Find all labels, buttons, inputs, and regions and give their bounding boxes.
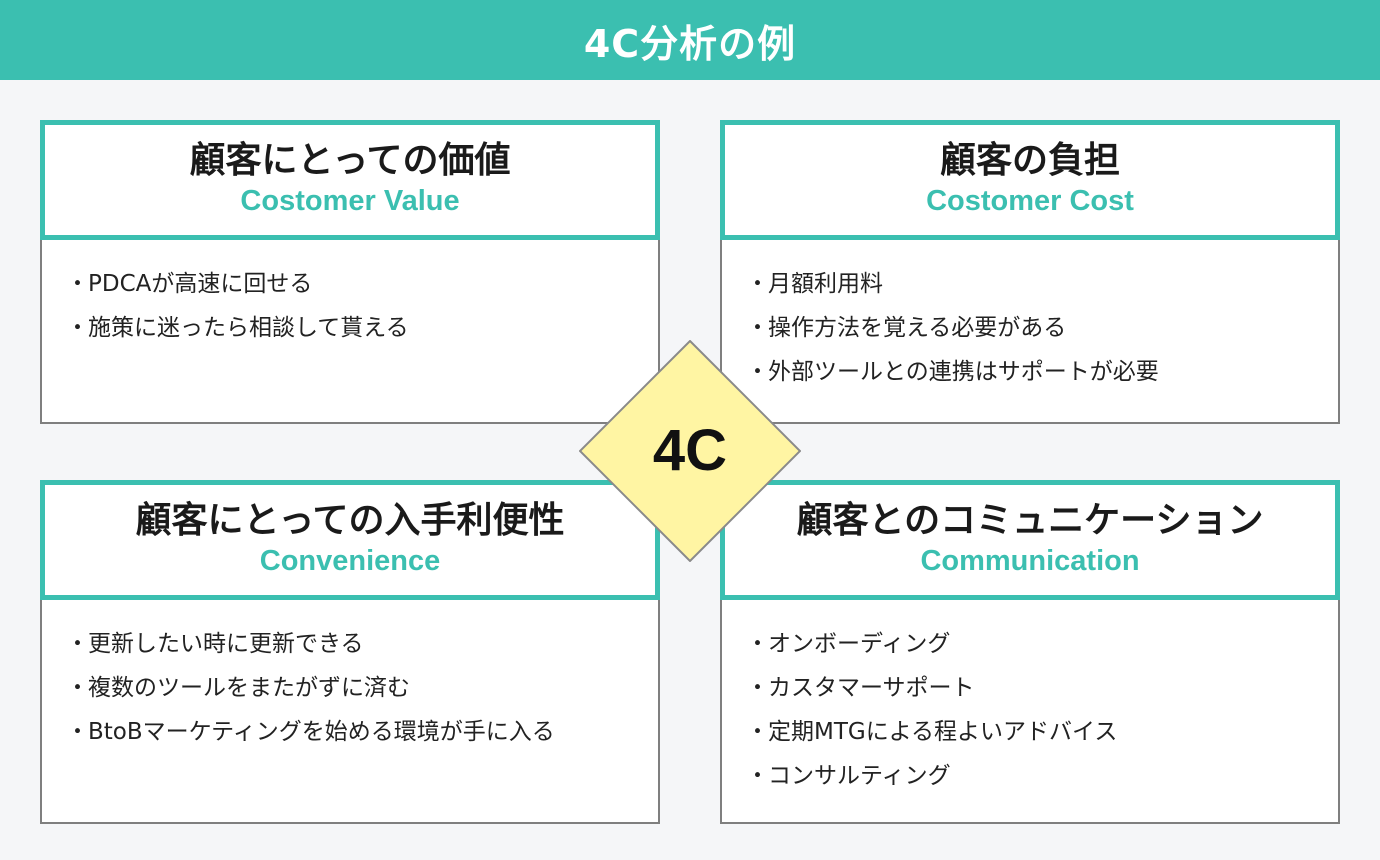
list-item: ・BtoBマーケティングを始める環境が手に入る xyxy=(66,719,555,745)
list-item: ・操作方法を覚える必要がある xyxy=(746,315,1067,341)
item-list: ・オンボーディング ・カスタマーサポート ・定期MTGによる程よいアドバイス ・… xyxy=(746,622,1117,798)
quadrant-header: 顧客とのコミュニケーション Communication xyxy=(720,480,1340,600)
item-list: ・月額利用料 ・操作方法を覚える必要がある ・外部ツールとの連携はサポートが必要 xyxy=(746,262,1159,394)
list-item: ・施策に迷ったら相談して貰える xyxy=(66,315,409,341)
quadrant-title: 顧客にとっての入手利便性 xyxy=(135,500,565,541)
list-item: ・コンサルティング xyxy=(746,763,951,789)
item-list: ・PDCAが高速に回せる ・施策に迷ったら相談して貰える xyxy=(66,262,409,350)
quadrant-title: 顧客とのコミュニケーション xyxy=(796,500,1264,541)
center-label: 4C xyxy=(653,418,727,483)
quadrant-customer-value: 顧客にとっての価値 Costomer Value ・PDCAが高速に回せる ・施… xyxy=(40,120,660,424)
diamond-polygon xyxy=(579,340,801,562)
list-item: ・カスタマーサポート xyxy=(746,675,975,701)
list-item: ・オンボーディング xyxy=(746,631,951,657)
list-item: ・月額利用料 xyxy=(746,271,883,297)
list-item: ・更新したい時に更新できる xyxy=(66,631,364,657)
quadrant-header: 顧客にとっての価値 Costomer Value xyxy=(40,120,660,240)
quadrant-subtitle: Convenience xyxy=(259,545,441,577)
quadrant-convenience: 顧客にとっての入手利便性 Convenience ・更新したい時に更新できる ・… xyxy=(40,480,660,824)
quadrant-title: 顧客の負担 xyxy=(939,140,1120,181)
quadrant-title: 顧客にとっての価値 xyxy=(189,140,511,181)
quadrant-subtitle: Costomer Cost xyxy=(926,185,1134,217)
list-item: ・定期MTGによる程よいアドバイス xyxy=(746,719,1118,745)
title-bar: 4C分析の例 xyxy=(0,0,1380,80)
diamond-shape: 4C xyxy=(579,340,801,562)
quadrant-subtitle: Costomer Value xyxy=(240,185,460,217)
list-item: ・PDCAが高速に回せる xyxy=(66,271,313,297)
item-list: ・更新したい時に更新できる ・複数のツールをまたがずに済む ・BtoBマーケティ… xyxy=(66,622,555,754)
list-item: ・複数のツールをまたがずに済む xyxy=(66,675,410,701)
list-item: ・外部ツールとの連携はサポートが必要 xyxy=(746,359,1159,385)
quadrant-customer-cost: 顧客の負担 Costomer Cost ・月額利用料 ・操作方法を覚える必要があ… xyxy=(720,120,1340,424)
quadrant-header: 顧客にとっての入手利便性 Convenience xyxy=(40,480,660,600)
quadrant-communication: 顧客とのコミュニケーション Communication ・オンボーディング ・カ… xyxy=(720,480,1340,824)
center-diamond: 4C xyxy=(579,340,801,562)
quadrant-header: 顧客の負担 Costomer Cost xyxy=(720,120,1340,240)
page-title: 4C分析の例 xyxy=(583,21,797,66)
quadrant-subtitle: Communication xyxy=(920,545,1140,577)
